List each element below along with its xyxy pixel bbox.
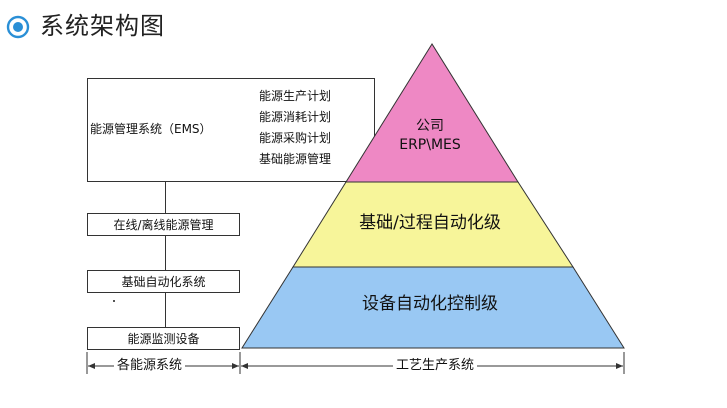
left-span-arrowhead-right (232, 363, 239, 369)
left-span-arrowhead-left (88, 363, 95, 369)
right-span-arrowhead-left (241, 363, 248, 369)
pyramid-middle-label: 基础/过程自动化级 (359, 213, 501, 233)
connector-line (165, 293, 166, 327)
ems-plan-item: 能源采购计划 (259, 131, 332, 145)
energy-monitoring-box: 能源监测设备 (87, 327, 240, 350)
ems-plan-item: 能源消耗计划 (259, 110, 332, 124)
online-offline-energy-box: 在线/离线能源管理 (87, 213, 240, 236)
basic-automation-box: 基础自动化系统 (87, 270, 240, 293)
ems-plan-item: 能源生产计划 (259, 89, 332, 103)
page-title: 系统架构图 (40, 12, 165, 40)
pyramid-top-tier (345, 43, 519, 183)
right-span-arrowhead-right (616, 363, 623, 369)
connector-line (165, 236, 166, 270)
pyramid-bottom-tier (241, 266, 625, 349)
circle-bullet-icon (6, 15, 30, 39)
stray-dot (113, 300, 115, 302)
ems-plan-item: 基础能源管理 (259, 152, 332, 166)
ems-plan-list: 能源生产计划 能源消耗计划 能源采购计划 基础能源管理 (259, 86, 331, 170)
ems-label: 能源管理系统（EMS） (90, 122, 212, 136)
ems-box (87, 78, 375, 182)
connector-line (165, 182, 166, 213)
pyramid-bottom-label: 设备自动化控制级 (362, 294, 498, 314)
pyramid-top-label-company: 公司 (416, 118, 444, 134)
energy-systems-span-label: 各能源系统 (114, 357, 186, 375)
production-systems-span-label: 工艺生产系统 (393, 357, 478, 375)
pyramid-top-label-erp: ERP\MES (399, 137, 461, 153)
